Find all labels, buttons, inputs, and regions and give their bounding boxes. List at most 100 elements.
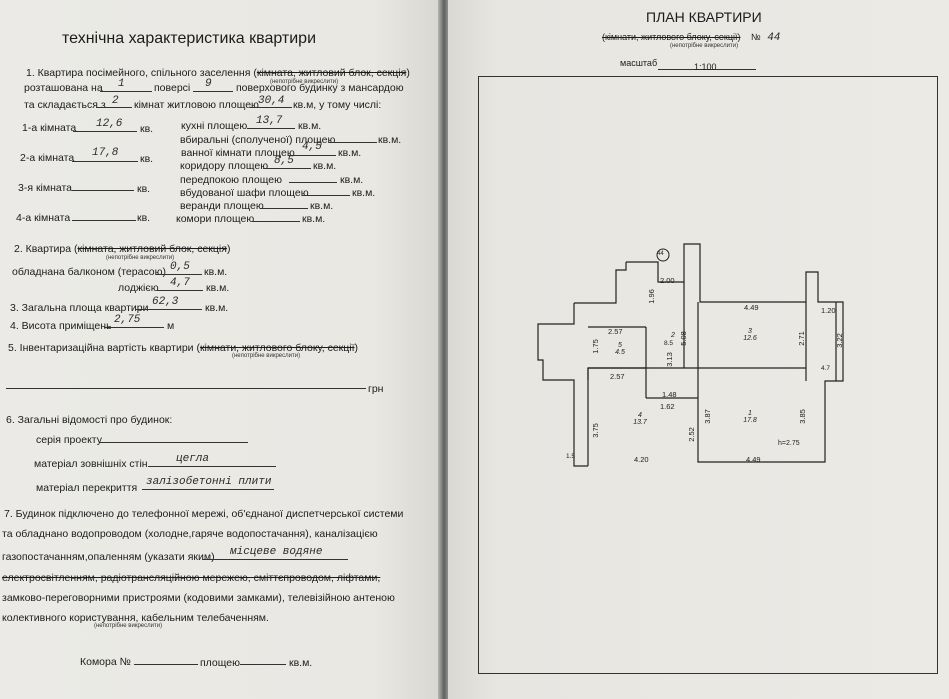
hall-unit: кв.м. bbox=[340, 174, 364, 186]
pantry-label: комори площею bbox=[176, 213, 255, 225]
storage-area-label: площею bbox=[200, 657, 241, 669]
wardrobe-unit: кв.м. bbox=[352, 187, 376, 199]
veranda-underline bbox=[260, 197, 308, 209]
s7-line5: замково-переговорними пристроями (кодови… bbox=[2, 592, 395, 604]
hall-underline bbox=[289, 171, 337, 183]
height-label: 4. Висота приміщень bbox=[10, 320, 112, 332]
room2-unit: кв. bbox=[140, 153, 154, 165]
valuation-unit: грн bbox=[368, 383, 384, 395]
kitchen-unit: кв.м. bbox=[298, 120, 322, 132]
floor-label: поверсі bbox=[154, 82, 191, 94]
dim-label: h=2.75 bbox=[778, 440, 800, 447]
heating-underline bbox=[202, 548, 348, 560]
bath-unit: кв.м. bbox=[338, 147, 362, 159]
storage-number-underline bbox=[134, 653, 198, 665]
plan-frame bbox=[478, 76, 938, 674]
s7-line3: газопостачанням,опаленням (указати яким) bbox=[2, 551, 215, 563]
scale-value: 1:100 bbox=[694, 62, 717, 72]
floor-underline bbox=[100, 80, 152, 92]
dim-label: 4.49 bbox=[744, 303, 759, 312]
apt-marker: 44 bbox=[657, 251, 664, 257]
loggia-value: 4,7 bbox=[170, 277, 190, 289]
apt-marker-circle bbox=[656, 248, 670, 262]
s7-line1: 7. Будинок підключено до телефонної мере… bbox=[4, 508, 404, 520]
dim-label: 5.08 bbox=[678, 331, 688, 346]
rooms-count-underline bbox=[96, 96, 132, 108]
height-underline bbox=[104, 316, 164, 328]
corridor-number: 2 bbox=[671, 332, 675, 339]
kitchen-label: кухні площею bbox=[181, 120, 248, 132]
dim-label: 2.52 bbox=[686, 427, 696, 442]
dim-label: 1.62 bbox=[660, 402, 675, 411]
balcony-value: 0,5 bbox=[170, 261, 190, 273]
floors-material-value: залізобетонні плити bbox=[146, 476, 272, 488]
note-unnecessary-1: (непотрібне викреслити) bbox=[270, 79, 339, 85]
total-area-value: 62,3 bbox=[152, 296, 179, 308]
form-title: технічна характеристика квартири bbox=[62, 30, 317, 47]
dim-label: 3.22 bbox=[834, 333, 844, 348]
dim-label: 4.7 bbox=[821, 365, 831, 372]
wardrobe-underline bbox=[302, 184, 350, 196]
s7-line4: електросвітленням, радіотрансляційною ме… bbox=[2, 572, 381, 584]
wc-unit: кв.м. bbox=[378, 134, 402, 146]
including-label: кв.м, у тому числі: bbox=[293, 99, 382, 111]
building-label: поверхового будинку з мансардою bbox=[236, 82, 404, 94]
balcony-unit: кв.м. bbox=[204, 266, 228, 278]
corridor-underline bbox=[263, 157, 311, 169]
room1-unit: кв. bbox=[140, 123, 154, 135]
floors-material-underline bbox=[142, 478, 274, 490]
loggia-label: лоджією bbox=[118, 282, 159, 294]
veranda-unit: кв.м. bbox=[310, 200, 334, 212]
room2-underline bbox=[72, 150, 138, 162]
corridor-unit: кв.м. bbox=[313, 160, 337, 172]
consists-of-label: та складається з bbox=[24, 99, 106, 111]
walls-value: цегла bbox=[176, 453, 210, 465]
room2-value: 17,8 bbox=[92, 147, 119, 159]
corridor-label: коридору площею bbox=[180, 160, 269, 172]
room3-unit: кв. bbox=[137, 183, 151, 195]
series-underline bbox=[100, 431, 248, 443]
valuation-underline bbox=[6, 377, 366, 389]
s7-line2: та обладнано водопроводом (холодне,гаряч… bbox=[2, 528, 378, 540]
wardrobe-label: вбудованої шафи площею bbox=[180, 187, 309, 199]
living-area-underline bbox=[250, 96, 292, 108]
floors-underline bbox=[193, 80, 233, 92]
dim-label: 4.49 bbox=[746, 455, 761, 464]
room4-underline bbox=[72, 209, 136, 221]
corridor-value: 8,5 bbox=[274, 155, 294, 167]
dim-label: 1.5 bbox=[566, 453, 576, 460]
s2-intro: 2. Квартира (кімната, житловий блок, сек… bbox=[14, 243, 231, 255]
balcony-underline bbox=[156, 263, 202, 275]
s5-intro: 5. Інвентаризаційна вартість квартири (к… bbox=[8, 342, 359, 354]
kitchen-value: 13,7 bbox=[256, 115, 283, 127]
s1-intro: 1. Квартира посімейного, спільного засел… bbox=[26, 67, 410, 79]
room4-label: 4-а кімната bbox=[16, 212, 71, 224]
pantry-underline bbox=[252, 210, 300, 222]
note-unnecessary-4: (непотрібне викреслити) bbox=[94, 623, 163, 629]
note-unnecessary-2: (непотрібне викреслити) bbox=[106, 255, 175, 261]
floors-material-label: матеріал перекриття bbox=[36, 482, 138, 494]
scale-underline bbox=[658, 58, 756, 70]
dim-label: 3.13 bbox=[664, 352, 674, 367]
room3-label: 3-я кімната bbox=[18, 182, 73, 194]
bath-label: ванної кімнати площею bbox=[181, 147, 295, 159]
dim-label: 1.48 bbox=[662, 390, 677, 399]
balcony-label: обладнана балконом (терасою) bbox=[12, 266, 167, 278]
room1-label: 1-а кімната bbox=[22, 122, 77, 134]
room4-unit: кв. bbox=[137, 212, 151, 224]
dim-label: 1.20 bbox=[821, 306, 836, 315]
living-area-label: кімнат житловою площею bbox=[134, 99, 259, 111]
note-unnecessary-plan: (непотрібне викреслити) bbox=[670, 43, 739, 49]
storage-area-underline bbox=[240, 653, 286, 665]
loggia-underline bbox=[157, 279, 203, 291]
storage-label: Комора № bbox=[80, 656, 131, 668]
floors-total-value: 9 bbox=[205, 78, 212, 90]
dim-label: 2.71 bbox=[796, 331, 806, 346]
height-value: 2,75 bbox=[114, 314, 141, 326]
heating-value: місцеве водяне bbox=[230, 546, 323, 558]
floor-value: 1 bbox=[118, 78, 125, 90]
living-area-value: 30,4 bbox=[258, 95, 285, 107]
